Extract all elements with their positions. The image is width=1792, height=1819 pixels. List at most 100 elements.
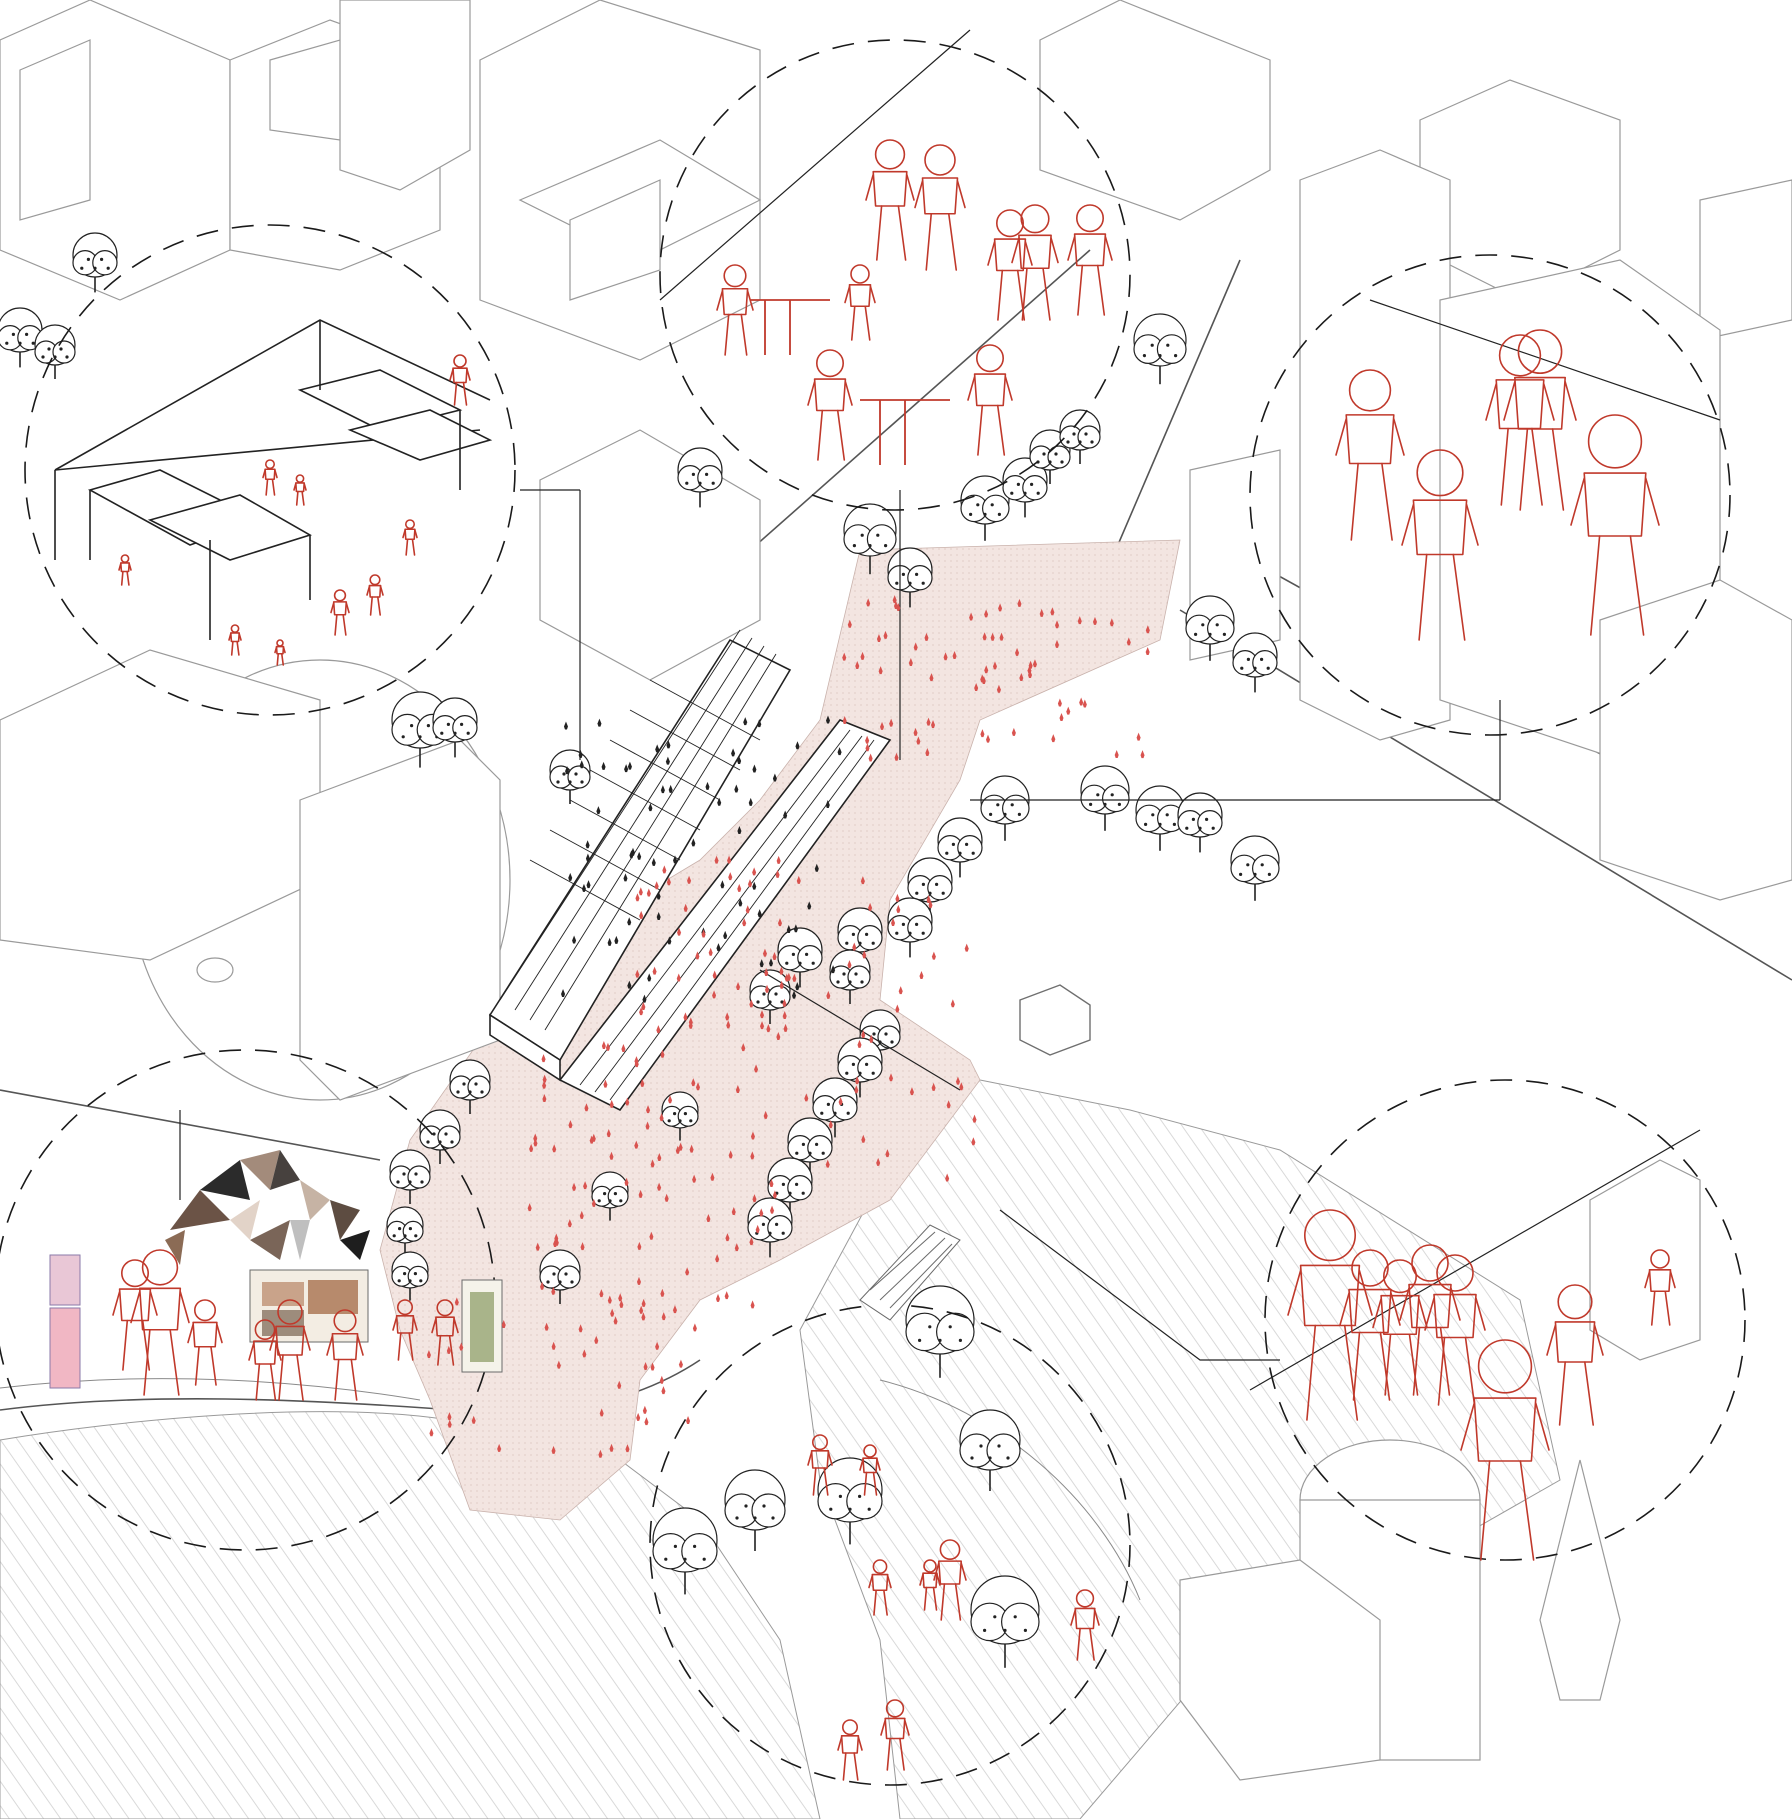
plaza-mark-348 (650, 1362, 655, 1371)
plaza-mark-43 (908, 657, 913, 666)
plaza-mark-34 (984, 665, 989, 674)
plaza-mark-171 (946, 1100, 951, 1109)
plaza-mark-291 (776, 855, 781, 864)
plaza-mark-170 (945, 1173, 950, 1182)
plaza-mark-333 (426, 1350, 431, 1359)
person-33 (868, 1559, 892, 1616)
plaza-mark-115 (605, 1042, 610, 1051)
plaza-mark-231 (743, 717, 748, 726)
plaza-mark-99 (691, 1078, 696, 1087)
plaza-mark-257 (656, 912, 661, 921)
plaza-mark-355 (692, 1323, 697, 1332)
plaza-mark-223 (561, 988, 566, 997)
plaza-mark-300 (749, 999, 754, 1008)
plaza-mark-284 (614, 935, 619, 944)
person-47 (118, 554, 132, 586)
plaza-mark-100 (695, 1082, 700, 1091)
plaza-mark-221 (666, 740, 671, 749)
plaza-mark-89 (661, 1312, 666, 1321)
plaza-mark-49 (986, 734, 991, 743)
plaza-mark-85 (639, 1305, 644, 1314)
plaza-mark-255 (792, 990, 797, 999)
plaza-mark-315 (656, 1025, 661, 1034)
plaza-mark-78 (527, 1203, 532, 1212)
plaza-mark-214 (959, 1082, 964, 1091)
plaza-mark-60 (1109, 618, 1114, 627)
plaza-mark-168 (971, 1137, 976, 1146)
plaza-mark-357 (641, 1298, 646, 1307)
plaza-mark-343 (578, 1324, 583, 1333)
plaza-mark-190 (861, 1029, 866, 1038)
plaza-mark-76 (541, 1054, 546, 1063)
plaza-mark-11 (896, 603, 901, 612)
plaza-mark-249 (748, 797, 753, 806)
sculpture-installation (165, 1150, 370, 1265)
person-3 (987, 209, 1033, 321)
person-2 (914, 144, 966, 271)
plaza-mark-73 (706, 1213, 711, 1222)
plaza-mark-110 (609, 1151, 614, 1160)
plaza-mark-108 (675, 1145, 680, 1154)
plaza-mark-57 (893, 600, 898, 609)
stepped-roof-terraces (579, 729, 875, 1101)
plaza-mark-187 (784, 973, 789, 982)
plaza-mark-313 (683, 903, 688, 912)
plaza-mark-226 (627, 917, 632, 926)
plaza-mark-217 (607, 937, 612, 946)
tree-40 (539, 1249, 581, 1304)
plaza-mark-323 (688, 1020, 693, 1029)
tree-24 (887, 897, 933, 958)
plaza-mark-244 (596, 806, 601, 815)
plaza-mark-298 (747, 879, 752, 888)
plaza-mark-149 (636, 1276, 641, 1285)
plaza-mark-285 (759, 959, 764, 968)
plaza-mark-55 (1051, 734, 1056, 743)
person-9 (967, 344, 1013, 456)
person-13 (1503, 329, 1577, 511)
plaza-mark-141 (664, 1193, 669, 1202)
plaza-mark-96 (749, 1237, 754, 1246)
person-1 (865, 139, 915, 261)
plaza-people-marks (426, 595, 1150, 1458)
plaza-mark-277 (795, 982, 800, 991)
plaza-mark-216 (667, 936, 672, 945)
plaza-mark-68 (969, 612, 974, 621)
plaza-mark-58 (866, 598, 871, 607)
plaza-mark-346 (447, 1419, 452, 1428)
tree-32 (787, 1117, 833, 1178)
plaza-mark-309 (708, 947, 713, 956)
plaza-mark-184 (779, 980, 784, 989)
plaza-mark-84 (755, 1224, 760, 1233)
plaza-mark-82 (551, 1286, 556, 1295)
plaza-mark-288 (765, 984, 770, 993)
plaza-mark-75 (540, 1281, 545, 1290)
plaza-mark-35 (924, 632, 929, 641)
plaza-mark-1 (996, 684, 1001, 693)
plaza-mark-48 (868, 753, 873, 762)
plaza-mark-176 (825, 1159, 830, 1168)
plaza-mark-16 (1054, 639, 1059, 648)
person-39 (449, 354, 471, 406)
plaza-mark-347 (678, 1359, 683, 1368)
plaza-mark-179 (762, 948, 767, 957)
plaza-mark-77 (568, 1120, 573, 1129)
plaza-mark-335 (661, 1386, 666, 1395)
person-18 (248, 1319, 282, 1401)
plaza-mark-80 (660, 1288, 665, 1297)
plaza-mark-310 (742, 918, 747, 927)
plaza-mark-158 (645, 1121, 650, 1130)
person-29 (1546, 1284, 1604, 1426)
plaza-mark-320 (752, 867, 757, 876)
plaza-mark-299 (639, 1007, 644, 1016)
plaza-mark-205 (919, 970, 924, 979)
street-trees (0, 232, 1280, 1668)
plaza-mark-238 (585, 853, 590, 862)
person-28 (1460, 1339, 1550, 1561)
plaza-mark-233 (642, 994, 647, 1003)
plaza-mark-341 (659, 1375, 664, 1384)
plaza-mark-258 (716, 943, 721, 952)
plaza-mark-175 (898, 986, 903, 995)
person-22 (431, 1299, 459, 1366)
context-buildings (0, 0, 1792, 1781)
plaza-mark-240 (757, 909, 762, 918)
